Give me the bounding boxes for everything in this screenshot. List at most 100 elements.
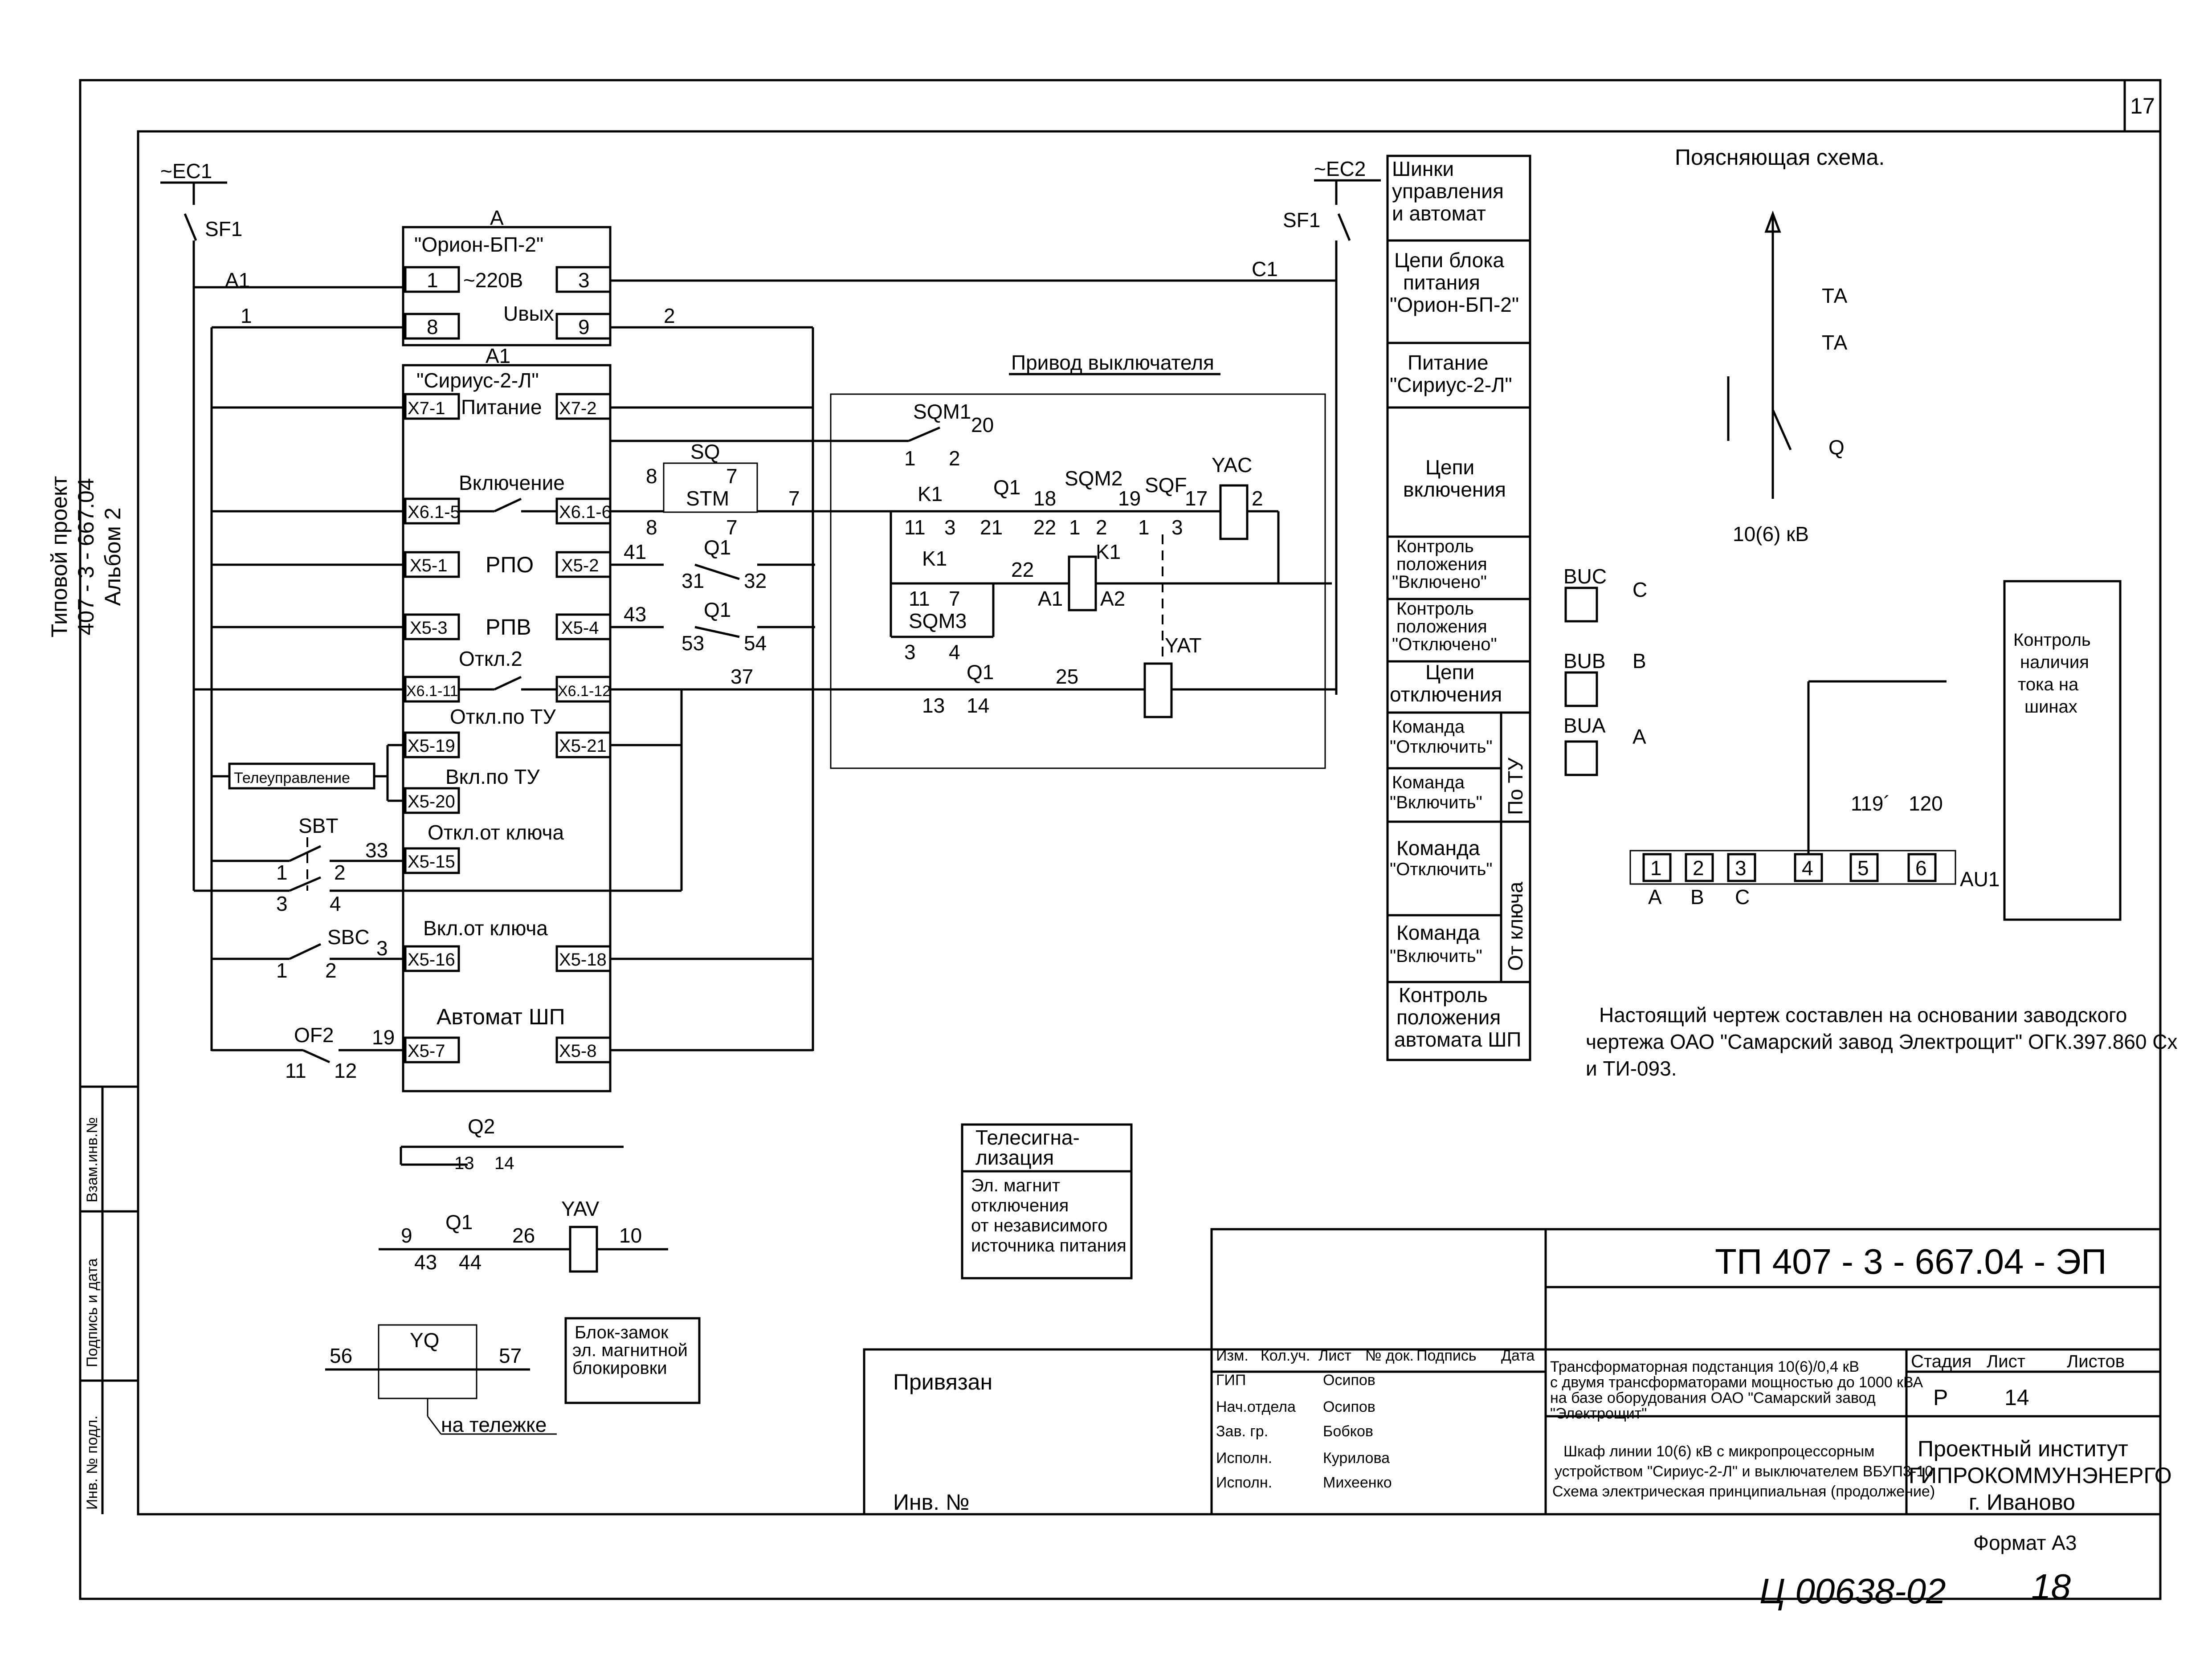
svg-text:Х5-2: Х5-2 — [561, 556, 599, 575]
svg-text:Q1: Q1 — [704, 536, 731, 559]
svg-text:Контроль: Контроль — [1396, 599, 1474, 619]
svg-text:тока на: тока на — [2018, 675, 2079, 694]
svg-text:33: 33 — [365, 839, 388, 862]
svg-text:8: 8 — [646, 465, 657, 488]
svg-text:~220В: ~220В — [463, 269, 523, 292]
svg-text:Цепи: Цепи — [1425, 660, 1474, 684]
svg-text:2: 2 — [1252, 487, 1263, 510]
svg-text:Q1: Q1 — [445, 1210, 473, 1234]
svg-text:Х5-20: Х5-20 — [408, 792, 455, 811]
side-stamp-sign: Подпись и дата — [84, 1258, 101, 1367]
aux-q1-yav: Q1 9 43 44 26 10 YAV — [379, 1197, 668, 1274]
svg-text:A2: A2 — [1100, 587, 1125, 610]
svg-text:"Включить": "Включить" — [1390, 946, 1482, 966]
svg-text:Q2: Q2 — [468, 1115, 495, 1138]
svg-text:питания: питания — [1403, 271, 1480, 294]
svg-text:от независимого: от независимого — [971, 1216, 1107, 1235]
svg-text:Нач.отдела: Нач.отдела — [1216, 1398, 1296, 1415]
svg-text:25: 25 — [1056, 665, 1078, 688]
svg-text:Х5-21: Х5-21 — [559, 736, 607, 756]
svg-text:РПО: РПО — [486, 552, 534, 577]
source-ec1: ~ЕС1 — [160, 159, 212, 183]
svg-text:С1: С1 — [1252, 257, 1278, 281]
svg-text:ГИП: ГИП — [1216, 1372, 1246, 1389]
telesignal-box: Телесигна- лизация Эл. магнит отключения… — [961, 1123, 1133, 1280]
sirius-row-vkl: Включение Х6.1-5 Х6.1-6 — [212, 471, 612, 525]
svg-text:"Отключить": "Отключить" — [1390, 737, 1493, 757]
svg-text:устройством "Сириус-2-Л" и вык: устройством "Сириус-2-Л" и выключателем … — [1555, 1463, 1933, 1480]
svg-text:Дата: Дата — [1501, 1347, 1535, 1364]
svg-text:10: 10 — [619, 1224, 642, 1247]
svg-text:7: 7 — [788, 487, 800, 510]
svg-text:2: 2 — [664, 304, 675, 327]
explanatory-scheme: Поясняющая схема. ТА ТА Q 10(6) кВ — [1675, 145, 1885, 546]
side-title-3: Альбом 2 — [100, 507, 125, 606]
svg-text:Q1: Q1 — [993, 476, 1020, 499]
svg-text:Х5-8: Х5-8 — [559, 1041, 597, 1061]
svg-text:56: 56 — [330, 1344, 352, 1367]
svg-text:Подпись: Подпись — [1416, 1347, 1477, 1364]
svg-text:Х5-7: Х5-7 — [408, 1041, 445, 1061]
svg-text:Осипов: Осипов — [1323, 1398, 1375, 1415]
svg-text:BUB: BUB — [1563, 649, 1606, 672]
svg-text:Контроль: Контроль — [1396, 537, 1474, 556]
svg-text:Зав. гр.: Зав. гр. — [1216, 1423, 1268, 1440]
svg-text:2: 2 — [334, 861, 346, 884]
svg-text:41: 41 — [624, 540, 646, 563]
sirius-row-rpo: Х5-1 РПО Х5-2 — [212, 551, 612, 578]
svg-text:Q: Q — [1828, 436, 1845, 459]
handwritten-page: 18 — [2031, 1567, 2071, 1606]
svg-text:53: 53 — [682, 632, 704, 655]
svg-text:Кол.уч.: Кол.уч. — [1261, 1347, 1310, 1364]
svg-text:Х6.1-12: Х6.1-12 — [558, 683, 611, 700]
svg-text:43: 43 — [414, 1251, 437, 1274]
svg-text:1: 1 — [1138, 516, 1150, 539]
svg-text:"Орион-БП-2": "Орион-БП-2" — [414, 233, 543, 256]
svg-text:блокировки: блокировки — [572, 1358, 667, 1378]
svg-text:Uвых.: Uвых. — [503, 302, 560, 325]
svg-text:и автомат: и автомат — [1392, 202, 1486, 225]
svg-text:"Электрощит": "Электрощит" — [1550, 1405, 1647, 1422]
svg-text:YAV: YAV — [561, 1197, 600, 1220]
svg-text:STM: STM — [686, 487, 729, 510]
svg-text:Шкаф линии 10(6) кВ с микропро: Шкаф линии 10(6) кВ с микропроцессорным — [1563, 1443, 1875, 1460]
svg-text:K1: K1 — [922, 547, 947, 570]
svg-text:44: 44 — [459, 1251, 482, 1274]
svg-text:ТА: ТА — [1822, 284, 1848, 307]
svg-text:31: 31 — [682, 569, 704, 592]
au1-block: BUC C BUB B BUA A 1 2 3 4 5 6 A B C 119´… — [1563, 565, 2122, 921]
svg-text:отключения: отключения — [971, 1196, 1069, 1215]
sirius-row-otkl2: Откл.2 Х6.1-11 Х6.1-12 37 — [194, 647, 1336, 703]
format-label: Формат А3 — [1973, 1531, 2077, 1554]
svg-text:Курилова: Курилова — [1323, 1450, 1390, 1467]
svg-text:K1: K1 — [1096, 540, 1121, 563]
svg-text:Х6.1-6: Х6.1-6 — [559, 502, 612, 522]
svg-text:SQ: SQ — [690, 440, 720, 463]
svg-text:положения: положения — [1396, 1006, 1501, 1029]
svg-text:Х5-19: Х5-19 — [408, 736, 455, 756]
svg-text:Откл.от ключа: Откл.от ключа — [428, 821, 564, 844]
svg-text:По ТУ: По ТУ — [1504, 757, 1527, 815]
svg-text:10(6) кВ: 10(6) кВ — [1733, 522, 1809, 546]
svg-text:SF1: SF1 — [1283, 208, 1320, 232]
svg-text:1: 1 — [276, 959, 288, 982]
svg-text:включения: включения — [1403, 478, 1506, 501]
svg-text:4: 4 — [949, 640, 960, 664]
svg-text:на тележке: на тележке — [441, 1413, 547, 1436]
svg-text:с двумя трансформаторами мощно: с двумя трансформаторами мощностью до 10… — [1550, 1374, 1923, 1391]
svg-text:Лист: Лист — [1987, 1352, 2025, 1371]
svg-text:Проектный институт: Проектный институт — [1918, 1436, 2128, 1461]
svg-text:7: 7 — [949, 587, 960, 610]
svg-text:Исполн.: Исполн. — [1216, 1474, 1272, 1491]
svg-text:3: 3 — [376, 937, 388, 960]
svg-text:9: 9 — [578, 315, 590, 338]
svg-text:2: 2 — [1096, 516, 1107, 539]
svg-text:Х5-3: Х5-3 — [410, 618, 448, 638]
svg-text:2: 2 — [325, 959, 337, 982]
svg-text:1: 1 — [1069, 516, 1081, 539]
svg-text:Х5-1: Х5-1 — [410, 556, 448, 575]
svg-text:Откл.по ТУ: Откл.по ТУ — [450, 705, 556, 728]
svg-text:Шинки: Шинки — [1392, 157, 1454, 180]
